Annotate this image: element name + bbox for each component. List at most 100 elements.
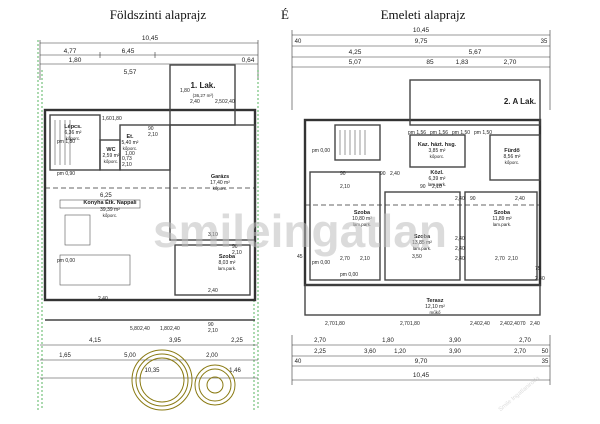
- dim-label: pm 1,56: [430, 130, 448, 136]
- dim-label: 2,70: [340, 256, 350, 262]
- dim-label: 85: [426, 59, 434, 66]
- dim-label: pm 0,90: [57, 171, 75, 177]
- dim-label: 3,90: [449, 338, 461, 344]
- dim-label: 1,80: [382, 338, 394, 344]
- dim-label: 9,70: [415, 358, 428, 365]
- svg-text:lam.park.: lam.park.: [218, 266, 237, 271]
- dim-label: 2,10: [508, 256, 518, 262]
- dim-label: 4,25: [349, 49, 362, 56]
- svg-text:Garázs: Garázs: [211, 174, 229, 180]
- dim-label: 2,10: [432, 184, 442, 190]
- dim-label: 3,60: [364, 349, 376, 355]
- svg-text:Szoba: Szoba: [219, 254, 236, 260]
- dim-label: 90: [232, 244, 238, 250]
- dim-label: 2,25: [314, 349, 326, 355]
- dim-label: 5,00: [124, 353, 136, 359]
- svg-text:5,40 m²: 5,40 m²: [122, 140, 139, 146]
- watermark: smileingatlan: [153, 205, 447, 257]
- svg-text:Szoba: Szoba: [354, 210, 371, 216]
- dim-label: 2,40: [535, 276, 545, 282]
- dim-label: 2,40: [455, 246, 465, 252]
- dim-label: 4,77: [64, 48, 77, 55]
- dim-label: 2,40: [470, 321, 480, 327]
- dim-label: 70: [520, 321, 526, 327]
- dim-label: 2,10: [360, 256, 370, 262]
- unit-area: (36,27 m²): [193, 93, 214, 98]
- dim-label: 2,70: [314, 338, 326, 344]
- dim-label: 2,10: [122, 162, 132, 168]
- dim-label: 1,80: [180, 88, 190, 94]
- room-label: Konyha Étk. Nappali 39,39 m² kőporc.: [83, 198, 137, 218]
- svg-text:kőporc.: kőporc.: [66, 136, 81, 141]
- room-label: Garázs 17,40 m² kőporc.: [210, 174, 230, 191]
- dim-label: 6,25: [100, 193, 112, 199]
- room-label: Szoba 11,89 m² lam.park.: [492, 210, 512, 227]
- svg-text:Konyha Étk. Nappali: Konyha Étk. Nappali: [83, 198, 137, 206]
- dim-label: 10,45: [142, 35, 159, 42]
- dim-label: 2,70: [519, 338, 531, 344]
- svg-text:11,89 m²: 11,89 m²: [492, 216, 512, 222]
- dim-label: 3,95: [169, 338, 181, 344]
- svg-text:Kaz. házt. hsg.: Kaz. házt. hsg.: [418, 142, 457, 148]
- dim-label: 2,70: [514, 349, 526, 355]
- right-plan-title: Emeleti alaprajz: [381, 7, 466, 22]
- left-plan: 10,45 4,77 6,45 1,80 5,57 0,64: [37, 35, 259, 411]
- svg-text:kőporc.: kőporc.: [505, 160, 520, 165]
- dim-label: 2,70: [325, 321, 335, 327]
- dim-label: 1,46: [229, 368, 241, 374]
- dim-label: 90: [148, 126, 154, 132]
- svg-text:Szoba: Szoba: [494, 210, 511, 216]
- unit-label: 2. A Lak.: [504, 97, 536, 106]
- dim-label: 1,00: [125, 151, 135, 157]
- dim-label: 1,60: [102, 116, 112, 122]
- svg-text:10,80 m²: 10,80 m²: [352, 216, 372, 222]
- dim-label: 35: [542, 359, 549, 365]
- dim-label: 2,40: [225, 99, 235, 105]
- dim-label: pm 1,50: [452, 130, 470, 136]
- dim-label: 0,73: [122, 156, 132, 162]
- svg-text:kőporc.: kőporc.: [430, 154, 445, 159]
- dim-label: 40: [295, 359, 302, 365]
- dim-label: 40: [295, 39, 302, 45]
- dim-label: 2,40: [98, 296, 108, 302]
- dim-label: 10,45: [413, 27, 430, 34]
- dim-label: pm 0,00: [340, 272, 358, 278]
- room-label: Kaz. házt. hsg. 3,85 m² kőporc.: [418, 142, 457, 159]
- room-label: WC 2,59 m² kőporc.: [103, 147, 120, 164]
- room-label: Et. 5,40 m² kőporc.: [122, 134, 139, 151]
- dim-label: 2,25: [231, 338, 243, 344]
- dim-label: 90: [208, 322, 214, 328]
- room-label: Szoba 8,03 m² lam.park.: [218, 254, 237, 271]
- dim-label: 1,20: [394, 349, 406, 355]
- svg-text:lam.park.: lam.park.: [353, 222, 372, 227]
- svg-text:WC: WC: [106, 147, 115, 153]
- svg-text:Szoba: Szoba: [414, 234, 431, 240]
- svg-text:lam.park.: lam.park.: [493, 222, 512, 227]
- dim-label: 5,80: [130, 326, 140, 332]
- svg-text:3,85 m²: 3,85 m²: [429, 148, 446, 154]
- dim-label: 2,40: [510, 321, 520, 327]
- dim-label: 2,10: [208, 328, 218, 334]
- dim-label: 0,64: [242, 57, 255, 64]
- dim-label: 2,40: [190, 99, 200, 105]
- dim-label: 2,40: [455, 256, 465, 262]
- dim-label: 4,15: [89, 338, 101, 344]
- room-label: Közl. 6,39 m² lam.park.: [428, 170, 447, 187]
- svg-text:6,36 m²: 6,36 m²: [65, 130, 82, 136]
- dim-label: 2,40: [455, 196, 465, 202]
- dim-label: 90: [420, 184, 426, 190]
- dim-label: 1,80: [410, 321, 420, 327]
- room-label: Szoba 10,80 m² lam.park.: [352, 210, 372, 227]
- svg-text:kőporc.: kőporc.: [103, 213, 118, 218]
- dim-label: 5,57: [124, 69, 137, 76]
- dim-label: 3,50: [412, 254, 422, 260]
- room-label: Lépcs. 6,36 m² kőporc.: [64, 124, 82, 141]
- svg-text:lam.park.: lam.park.: [428, 182, 447, 187]
- svg-text:Et.: Et.: [126, 134, 134, 140]
- svg-text:8,03 m²: 8,03 m²: [219, 260, 236, 266]
- svg-text:kőporc.: kőporc.: [123, 146, 138, 151]
- dim-label: 10,35: [144, 368, 160, 374]
- dim-label: 2,10: [340, 184, 350, 190]
